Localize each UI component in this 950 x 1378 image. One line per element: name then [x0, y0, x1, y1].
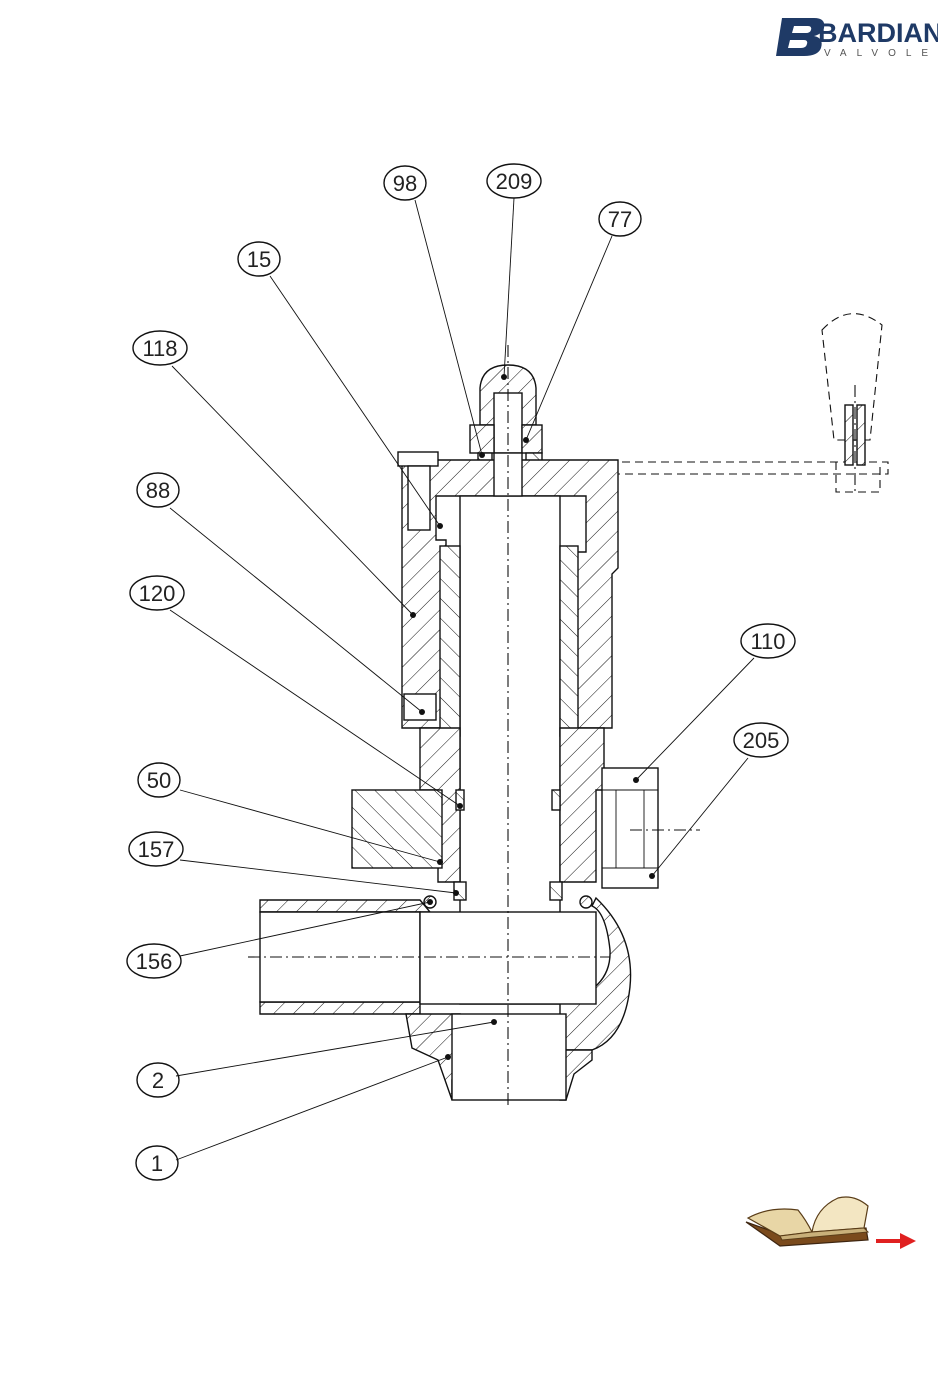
callout-110-label: 110: [750, 629, 785, 654]
callout-50-label: 50: [147, 768, 171, 793]
callout-2-label: 2: [152, 1068, 164, 1093]
side-nut: [602, 768, 658, 888]
callout-15: 15: [238, 242, 280, 276]
callout-110: 110: [741, 624, 795, 658]
valve-body: [260, 898, 631, 1100]
callout-156-label: 156: [136, 949, 173, 974]
callout-156: 156: [127, 944, 181, 978]
open-book-icon: [746, 1197, 868, 1246]
callout-98-label: 98: [393, 171, 417, 196]
callout-205: 205: [734, 723, 788, 757]
callout-120-label: 120: [139, 581, 176, 606]
callout-205-label: 205: [743, 728, 780, 753]
callout-209-label: 209: [496, 169, 533, 194]
callout-157-label: 157: [138, 837, 175, 862]
callout-15-label: 15: [247, 247, 271, 272]
callout-1-label: 1: [151, 1151, 163, 1176]
callout-118-label: 118: [142, 336, 177, 361]
callout-157: 157: [129, 832, 183, 866]
callout-118: 118: [133, 331, 187, 365]
callout-77: 77: [599, 202, 641, 236]
callout-88: 88: [137, 473, 179, 507]
callout-2: 2: [137, 1063, 179, 1097]
callout-50: 50: [138, 763, 180, 797]
callout-1: 1: [136, 1146, 178, 1180]
callout-77-label: 77: [608, 207, 632, 232]
callout-98: 98: [384, 166, 426, 200]
arrow-right-icon: [876, 1233, 916, 1249]
callout-88-label: 88: [146, 478, 170, 503]
callout-209: 209: [487, 164, 541, 198]
manual-link-button[interactable]: [740, 1188, 930, 1268]
cap-nut: [470, 365, 542, 461]
callout-120: 120: [130, 576, 184, 610]
